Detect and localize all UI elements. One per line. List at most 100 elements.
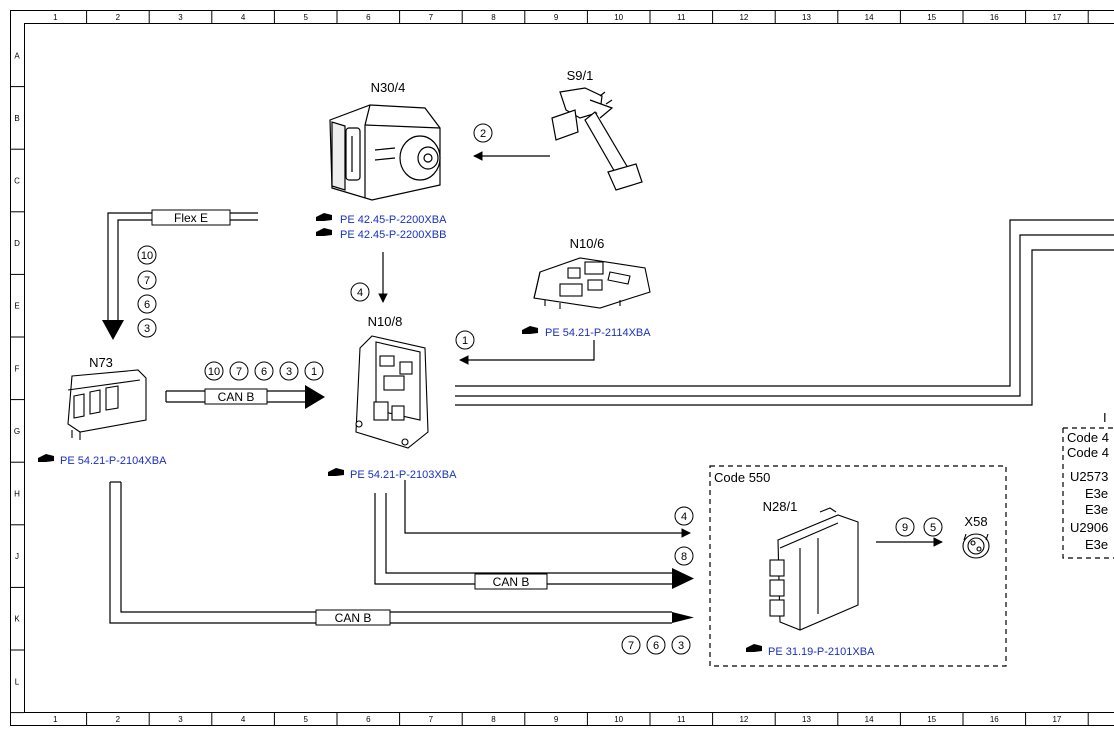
grid-column-label: 1: [53, 715, 58, 724]
link-n28-to-x58: 9 5: [876, 517, 943, 547]
callout-8: 8: [674, 546, 694, 566]
grid-column-label: 15: [927, 13, 936, 22]
right-panel-line-6: U2906: [1070, 520, 1108, 535]
component-n10-6[interactable]: N10/6: [533, 236, 651, 309]
ezs-module-drawing: [67, 369, 147, 440]
svg-text:3: 3: [678, 640, 684, 652]
n10-6-references: PE 54.21-P-2114XBA: [522, 326, 651, 339]
grid-column-label: 9: [554, 715, 559, 724]
svg-text:7: 7: [236, 366, 242, 378]
can-b-n73-label: CAN B: [218, 390, 255, 404]
svg-text:6: 6: [144, 299, 150, 311]
n10-8-ref[interactable]: PE 54.21-P-2103XBA: [350, 469, 457, 481]
n28-1-references: PE 31.19-P-2101XBA: [746, 644, 875, 658]
grid-column-label: 11: [677, 715, 686, 724]
hand-icon: [316, 213, 332, 221]
callout-3: 3: [671, 635, 691, 655]
svg-text:6: 6: [261, 366, 267, 378]
grid-column-label: 16: [990, 13, 999, 22]
component-n30-4[interactable]: N30/4: [329, 80, 441, 201]
link-s9-to-n30: 2: [473, 123, 550, 161]
svg-text:2: 2: [480, 128, 486, 140]
hand-icon: [328, 468, 344, 476]
hand-icon: [38, 454, 54, 462]
grid-row-label: E: [14, 302, 19, 311]
grid-column-label: 13: [802, 13, 811, 22]
grid-column-label: 17: [1052, 715, 1061, 724]
callout-6: 6: [646, 635, 666, 655]
grid-column-label: 6: [366, 715, 371, 724]
n10-6-label: N10/6: [570, 236, 605, 251]
grid-row-label: D: [14, 239, 20, 248]
bus-to-right-panel: [455, 219, 1114, 406]
n10-8-label: N10/8: [368, 314, 403, 329]
code-550-title: Code 550: [714, 470, 770, 485]
n28-1-ref[interactable]: PE 31.19-P-2101XBA: [768, 646, 875, 658]
flex-e-label: Flex E: [174, 211, 208, 225]
component-x58[interactable]: X58: [962, 514, 990, 559]
grid-column-label: 11: [677, 13, 686, 22]
component-n10-8[interactable]: N10/8: [355, 314, 429, 449]
grid-column-label: 12: [739, 715, 748, 724]
abs-unit-drawing: [329, 104, 441, 201]
n30-4-label: N30/4: [371, 80, 406, 95]
svg-text:10: 10: [208, 366, 220, 378]
svg-text:7: 7: [144, 275, 150, 287]
hand-icon: [746, 644, 762, 652]
grid-column-label: 13: [802, 715, 811, 724]
svg-text:10: 10: [141, 250, 153, 262]
s9-1-label: S9/1: [567, 68, 594, 83]
n30-4-ref-2[interactable]: PE 42.45-P-2200XBB: [340, 229, 446, 241]
svg-text:9: 9: [902, 522, 908, 534]
flex-e-bus: Flex E: [102, 209, 258, 340]
component-s9-1[interactable]: S9/1: [551, 68, 643, 191]
grid-row-label: J: [15, 552, 19, 561]
grid-row-label: B: [14, 114, 19, 123]
svg-text:1: 1: [462, 335, 468, 347]
n28-1-label: N28/1: [763, 499, 798, 514]
svg-text:8: 8: [681, 551, 687, 563]
n10-6-ref[interactable]: PE 54.21-P-2114XBA: [545, 327, 651, 339]
flex-e-callouts: 10 7 6 3: [137, 245, 157, 338]
callout-4: 4: [350, 282, 370, 302]
n10-8-references: PE 54.21-P-2103XBA: [328, 468, 457, 481]
n30-4-ref-1[interactable]: PE 42.45-P-2200XBA: [340, 214, 447, 226]
svg-text:6: 6: [653, 640, 659, 652]
hand-icon: [522, 326, 538, 334]
grid-row-label: L: [15, 677, 20, 686]
can-b-low-label: CAN B: [335, 611, 372, 625]
grid-column-label: 8: [491, 715, 496, 724]
grid-column-label: 12: [739, 13, 748, 22]
grid-column-label: 3: [178, 13, 183, 22]
grid-row-label: C: [14, 177, 20, 186]
component-n28-1[interactable]: N28/1: [763, 499, 859, 631]
right-panel-line-3: U2573: [1070, 469, 1108, 484]
component-n73[interactable]: N73: [67, 355, 147, 440]
grid-column-label: 5: [303, 13, 308, 22]
grid-column-label: 14: [865, 13, 874, 22]
grid-column-label: 4: [241, 13, 246, 22]
callout-4b: 4: [674, 506, 694, 526]
grid-column-label: 7: [429, 715, 434, 724]
n73-ref[interactable]: PE 54.21-P-2104XBA: [60, 455, 167, 467]
grid-column-label: 8: [491, 13, 496, 22]
grid-column-label: 17: [1052, 13, 1061, 22]
grid-column-label: 5: [303, 715, 308, 724]
grid-column-label: 2: [116, 715, 121, 724]
can-b-callouts: 10 7 6 3 1: [204, 361, 324, 381]
grid-column-label: 14: [865, 715, 874, 724]
brake-pedal-switch-drawing: [551, 87, 643, 191]
grid-column-label: 1: [53, 13, 58, 22]
drawing-frame: 123456789101112131415161718 123456789101…: [10, 10, 1114, 726]
right-panel-line-5: E3e: [1085, 502, 1108, 517]
grid-column-label: 10: [614, 13, 623, 22]
right-info-panel: I Code 4 Code 4 U2573 E3e E3e U2906 E3e: [1062, 410, 1114, 559]
grid-column-label: 9: [554, 13, 559, 22]
svg-text:3: 3: [144, 323, 150, 335]
sam-module-drawing: [355, 335, 429, 449]
code-550-box: Code 550: [709, 465, 1007, 667]
grid-column-label: 10: [614, 715, 623, 724]
grid-columns-top: 123456789101112131415161718: [53, 10, 1089, 23]
can-b-n73-to-n108: CAN B: [165, 385, 325, 409]
